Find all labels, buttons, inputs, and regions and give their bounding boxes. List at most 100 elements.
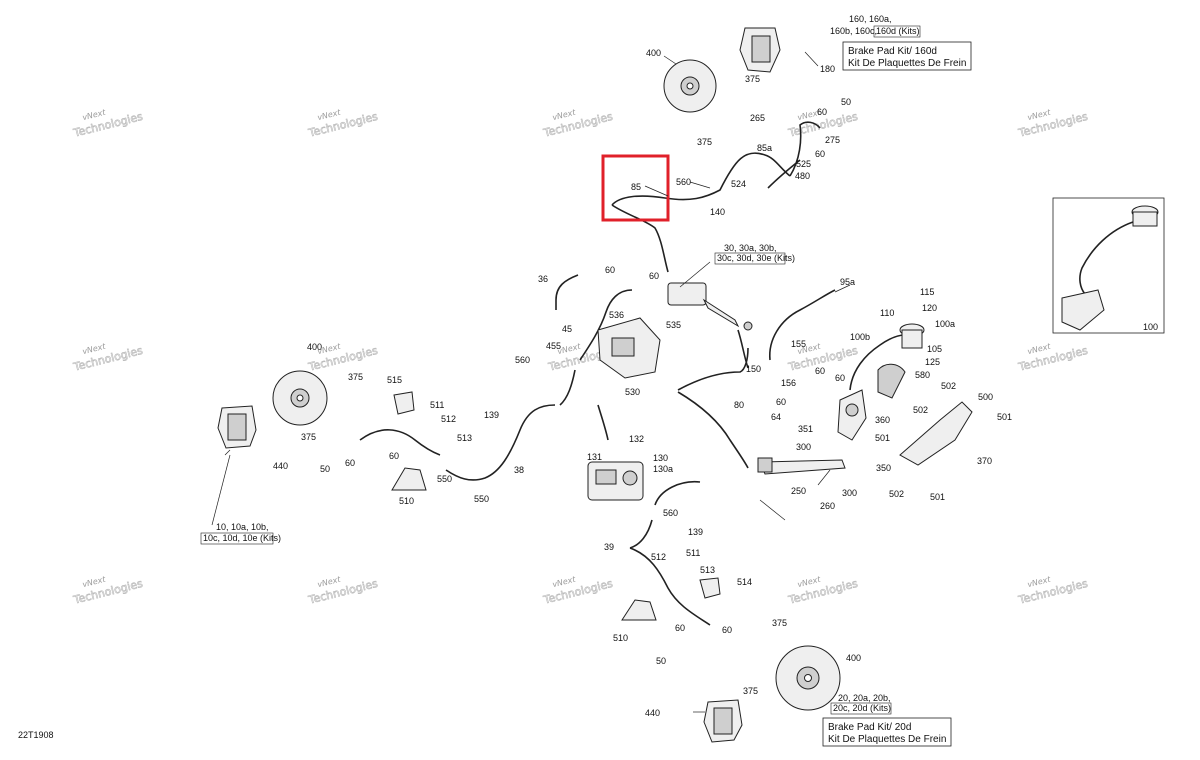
callout-label: 39 <box>604 542 614 552</box>
kit-line1: 20, 20a, 20b, <box>838 693 891 703</box>
brake-pad-kit-line2: Kit De Plaquettes De Frein <box>848 58 966 69</box>
callout-label: 580 <box>915 370 930 380</box>
brake-line-to-abs[interactable] <box>597 404 609 441</box>
callout-label: 132 <box>629 434 644 444</box>
callout-label: 60 <box>815 149 825 159</box>
callout-label: 370 <box>977 456 992 466</box>
hose-100b[interactable] <box>849 334 906 391</box>
hose-36[interactable] <box>555 274 579 310</box>
abs-valve <box>595 469 617 485</box>
watermark: vNext Technologies <box>1016 108 1090 141</box>
kit-line1: 30, 30a, 30b, <box>724 243 777 253</box>
callout-label: 85 <box>631 182 641 192</box>
brake-line-85a[interactable] <box>789 121 821 177</box>
master-cylinder[interactable] <box>667 282 753 331</box>
highlight-box-85 <box>601 154 670 222</box>
callout-label: 60 <box>815 366 825 376</box>
rear-master-cylinder[interactable] <box>837 389 867 441</box>
brake-line-85-drop[interactable] <box>611 204 669 273</box>
rear-caliper[interactable] <box>703 699 743 743</box>
bracket-514-body <box>699 577 721 599</box>
callout-label: 512 <box>441 414 456 424</box>
front-right-caliper[interactable] <box>739 27 781 73</box>
callout-label: 250 <box>791 486 806 496</box>
watermark: vNext Technologies <box>306 342 380 375</box>
brake-line-45[interactable] <box>579 289 633 361</box>
kit-box-rear: 20, 20a, 20b, 20c, 20d (Kits) <box>830 693 892 715</box>
brake-line-80b[interactable] <box>677 391 749 469</box>
lever-pin <box>743 321 753 331</box>
callout-label: 511 <box>686 548 700 558</box>
caliper-piston <box>227 413 247 441</box>
brake-line-38b[interactable] <box>559 369 576 406</box>
brake-line-39[interactable] <box>629 547 711 626</box>
boot-580[interactable] <box>877 363 906 399</box>
brake-line-front-left[interactable] <box>359 429 441 456</box>
callout-label: 60 <box>389 451 399 461</box>
callout-label: 64 <box>771 412 781 422</box>
bracket-515-body <box>393 391 415 415</box>
callout-label: 350 <box>876 463 891 473</box>
callout-label: 85a <box>757 143 772 153</box>
bracket-500[interactable] <box>899 401 973 466</box>
brake-line-38[interactable] <box>445 404 556 481</box>
callout-label: 440 <box>645 708 660 718</box>
callout-label: 130a <box>653 464 673 474</box>
bracket-514[interactable] <box>699 577 721 599</box>
rear-master-port <box>845 403 859 417</box>
reservoir-100a[interactable] <box>899 323 925 349</box>
kit-line2a: 160b, 160c, <box>830 26 877 36</box>
callout-label: 180 <box>820 64 835 74</box>
hose-95a[interactable] <box>769 289 836 361</box>
front-left-disc[interactable] <box>272 370 328 426</box>
kit-box-front-right: 160, 160a, 160b, 160c, 160d (Kits) <box>830 14 921 38</box>
watermark: vNext Technologies <box>786 575 860 608</box>
callout-label: 375 <box>348 372 363 382</box>
callout-label: 50 <box>841 97 851 107</box>
callout-label: 300 <box>796 442 811 452</box>
brake-line-85a-lower[interactable] <box>767 159 801 189</box>
watermark: vNext Technologies <box>306 108 380 141</box>
watermark: vNext Technologies <box>541 108 615 141</box>
spring-260[interactable] <box>817 469 831 486</box>
callout-label: 100b <box>850 332 870 342</box>
callout-label: 156 <box>781 378 796 388</box>
callout-label: 351 <box>798 424 813 434</box>
brake-pad-kit-top: Brake Pad Kit/ 160d Kit De Plaquettes De… <box>842 41 972 71</box>
bracket-510-left[interactable] <box>391 467 427 491</box>
abs-bracket-530[interactable] <box>597 317 661 379</box>
callout-label: 80 <box>734 400 744 410</box>
brake-pad-kit-line2: Kit De Plaquettes De Frein <box>828 734 946 745</box>
callout-label: 530 <box>625 387 640 397</box>
watermark: vNext Technologies <box>541 575 615 608</box>
brake-pedal-arm <box>759 459 846 475</box>
callout-label: 400 <box>646 48 661 58</box>
rear-disc[interactable] <box>775 645 841 711</box>
bracket-510-lower[interactable] <box>621 599 657 621</box>
brake-line-85[interactable] <box>611 152 791 206</box>
inset-hose <box>1079 221 1134 295</box>
brake-line-560-lower[interactable] <box>654 480 701 506</box>
callout-label: 500 <box>978 392 993 402</box>
callout-label: 50 <box>320 464 330 474</box>
front-right-disc[interactable] <box>663 59 717 113</box>
abs-module-130[interactable] <box>587 461 644 501</box>
inset-reservoir <box>1132 211 1158 227</box>
brake-line-80[interactable] <box>677 347 749 391</box>
callout-label: 60 <box>722 625 732 635</box>
callout-label: 400 <box>307 342 322 352</box>
front-left-caliper[interactable] <box>217 405 257 449</box>
brake-line-560b[interactable] <box>629 519 653 549</box>
bracket-515[interactable] <box>393 391 415 415</box>
kit-line2: 10c, 10d, 10e (Kits) <box>203 533 281 543</box>
brake-pedal-250[interactable] <box>757 457 846 475</box>
disc-center <box>804 674 812 682</box>
callout-label: 375 <box>743 686 758 696</box>
inset-100[interactable]: 100 <box>1052 197 1165 334</box>
brake-line-150[interactable] <box>737 329 749 369</box>
callout-label: 501 <box>997 412 1012 422</box>
callout-label: 265 <box>750 113 765 123</box>
callout-label: 510 <box>613 633 628 643</box>
callout-label: 480 <box>795 171 810 181</box>
